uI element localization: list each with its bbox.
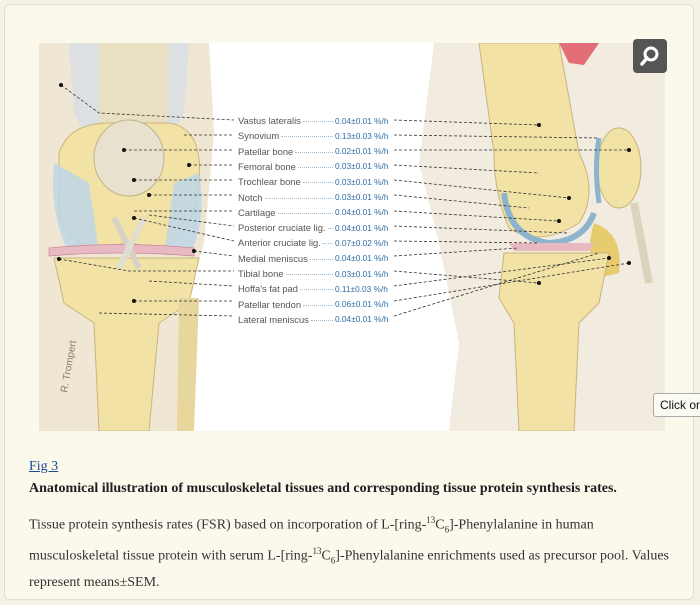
tissue-fsr-value: 0.03±0.01 %/h: [335, 176, 389, 187]
tissue-row: Tibial bone 0.03±0.01 %/h: [39, 266, 665, 281]
tissue-name: Lateral meniscus: [238, 313, 309, 325]
tissue-fsr-value: 0.04±0.01 %/h: [335, 207, 389, 218]
tissue-name: Tibial bone: [238, 268, 284, 279]
tissue-fsr-value: 0.02±0.01 %/h: [335, 146, 389, 157]
leader-lines-right: [393, 119, 630, 317]
tissue-name: Hoffa's fat pad: [238, 283, 298, 295]
tissue-fsr-value: 0.06±0.01 %/h: [335, 299, 389, 310]
knee-drawing: R. Trompert: [39, 43, 665, 431]
figure-caption: Fig 3 Anatomical illustration of musculo…: [29, 457, 679, 594]
dotted-leader: [310, 258, 333, 260]
dotted-leader: [328, 228, 333, 230]
dotted-leader: [323, 243, 333, 245]
tissue-fsr-value: 0.13±0.03 %/h: [335, 130, 389, 141]
dotted-leader: [303, 121, 333, 122]
tissue-fsr-value: 0.04±0.01 %/h: [335, 314, 389, 325]
tissue-row: Lateral meniscus 0.04±0.01 %/h: [39, 312, 665, 327]
tissue-name: Femoral bone: [238, 160, 296, 172]
tissue-row: Femoral bone 0.03±0.01 %/h: [39, 159, 665, 174]
tissue-fsr-value: 0.04±0.01 %/h: [335, 222, 389, 233]
tissue-row: Posterior cruciate lig. 0.04±0.01 %/h: [39, 220, 665, 235]
tissue-row: Notch 0.03±0.01 %/h: [39, 190, 665, 205]
dotted-leader: [278, 212, 333, 214]
tissue-row: Trochlear bone 0.03±0.01 %/h: [39, 174, 665, 189]
figure-card: R. Trompert: [4, 4, 700, 600]
figure-description: Tissue protein synthesis rates (FSR) bas…: [29, 515, 669, 590]
tissue-row: Vastus lateralis 0.04±0.01 %/h: [39, 113, 665, 128]
pointer-dots: [57, 83, 631, 303]
tissue-fsr-value: 0.04±0.01 %/h: [335, 253, 389, 264]
tissue-fsr-value: 0.04±0.01 %/h: [335, 115, 389, 126]
dotted-leader: [303, 182, 333, 184]
magnifier-icon: [640, 46, 659, 66]
figure-link[interactable]: Fig 3: [29, 459, 59, 474]
tissue-row: Cartilage 0.04±0.01 %/h: [39, 205, 665, 220]
tissue-name: Patellar bone: [238, 145, 294, 157]
knee-illustration[interactable]: R. Trompert: [39, 43, 665, 431]
zoom-button[interactable]: [633, 39, 667, 73]
dotted-leader: [311, 319, 333, 321]
tissue-name: Trochlear bone: [238, 176, 301, 188]
tissue-name: Patellar tendon: [238, 298, 302, 310]
tissue-name: Cartilage: [238, 206, 276, 218]
tooltip: Click on: [653, 393, 700, 417]
dotted-leader: [298, 166, 333, 168]
dotted-leader: [265, 197, 333, 199]
front-view-knee: [39, 43, 214, 431]
tissue-fsr-value: 0.03±0.01 %/h: [335, 268, 389, 279]
tissue-row: Hoffa's fat pad 0.11±0.03 %/h: [39, 281, 665, 296]
figure-title: Anatomical illustration of musculoskelet…: [29, 481, 617, 496]
tissue-row: Patellar bone 0.02±0.01 %/h: [39, 144, 665, 159]
tissue-name: Vastus lateralis: [238, 115, 301, 126]
dotted-leader: [281, 136, 333, 138]
tissue-row: Patellar tendon 0.06±0.01 %/h: [39, 297, 665, 312]
tissue-fsr-value: 0.11±0.03 %/h: [335, 283, 388, 294]
tissue-row: Anterior cruciate lig. 0.07±0.02 %/h: [39, 235, 665, 250]
dotted-leader: [303, 304, 333, 306]
tissue-name: Synovium: [238, 130, 280, 142]
dotted-leader: [295, 151, 333, 153]
tissue-row: Synovium 0.13±0.03 %/h: [39, 128, 665, 143]
dotted-leader: [300, 289, 333, 291]
tissue-fsr-value: 0.03±0.01 %/h: [335, 192, 389, 202]
tissue-name: Medial meniscus: [238, 252, 308, 264]
tissue-name: Posterior cruciate lig.: [238, 222, 326, 234]
tissue-name: Anterior cruciate lig.: [238, 237, 321, 249]
leader-lines-left: [58, 84, 235, 317]
tissue-fsr-value: 0.03±0.01 %/h: [335, 161, 389, 172]
dotted-leader: [286, 274, 333, 275]
tissue-fsr-value: 0.07±0.02 %/h: [335, 237, 389, 248]
side-view-knee: [419, 43, 665, 431]
tissue-row: Medial meniscus 0.04±0.01 %/h: [39, 251, 665, 266]
tissue-name: Notch: [238, 191, 263, 203]
